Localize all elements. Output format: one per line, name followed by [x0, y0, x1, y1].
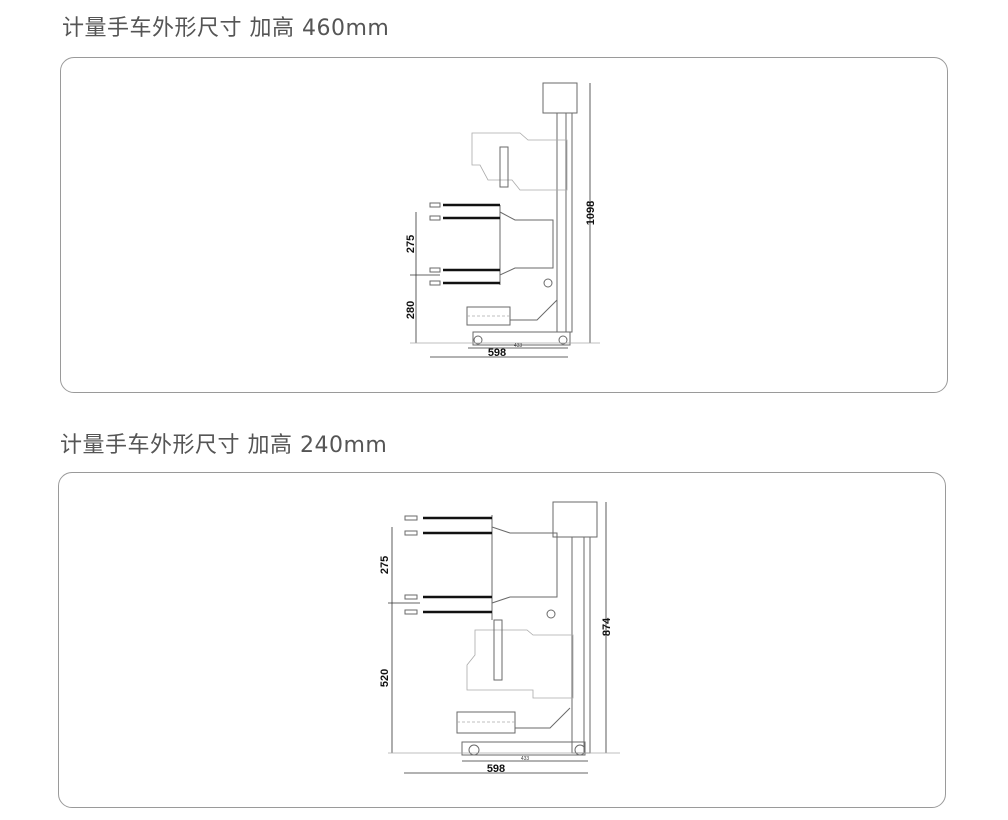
section-title-240: 计量手车外形尺寸 加高 240mm: [60, 433, 388, 458]
drawing-card-460: [60, 57, 948, 393]
drawing-card-240: [58, 472, 946, 808]
section-title-460: 计量手车外形尺寸 加高 460mm: [62, 16, 390, 41]
